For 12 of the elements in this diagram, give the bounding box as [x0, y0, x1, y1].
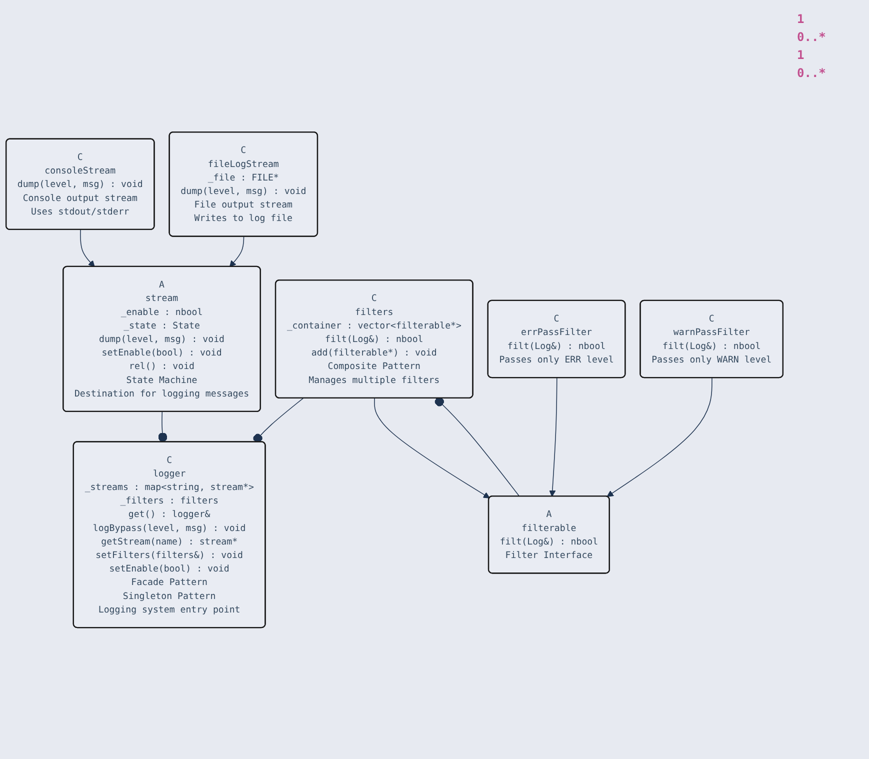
- connector: [253, 398, 304, 443]
- multiplicity-label: 1: [797, 48, 806, 62]
- arrow: [549, 377, 558, 496]
- arrow: [606, 377, 712, 497]
- connector: [158, 411, 168, 442]
- multiplicity-label: 0..*: [797, 30, 827, 44]
- multiplicity-label: 1: [797, 12, 806, 26]
- arrow: [80, 229, 95, 267]
- connector: [434, 396, 520, 497]
- arrow: [229, 236, 244, 267]
- arrow: [374, 398, 490, 498]
- multiplicity-label: 0..*: [797, 66, 827, 80]
